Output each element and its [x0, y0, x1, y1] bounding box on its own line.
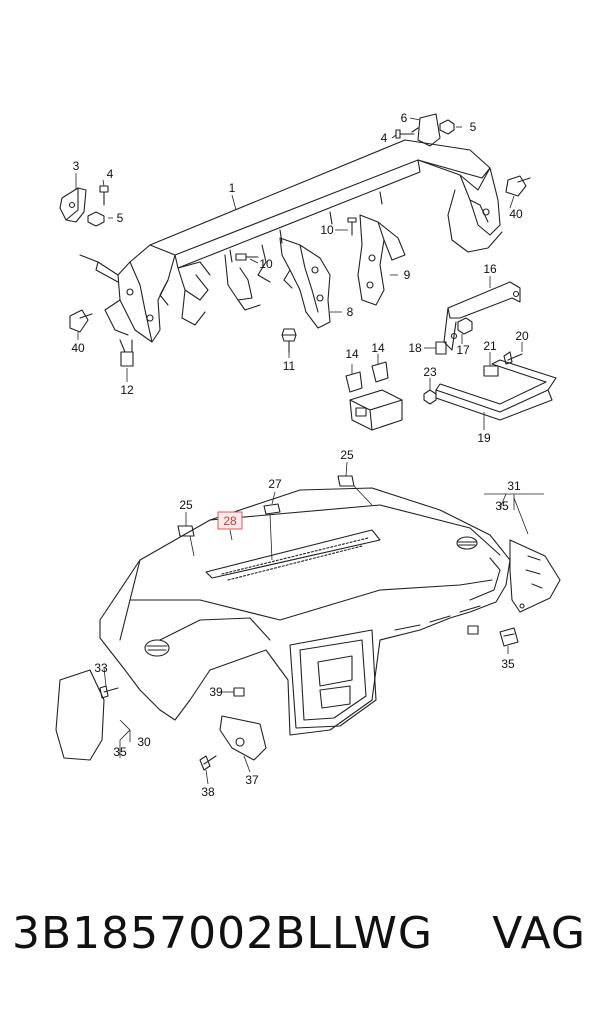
callout-5: 5	[117, 211, 124, 225]
bolt-11	[281, 328, 297, 353]
exploded-parts-diagram: 1 3 4 5 6 4 5 40 40 10 10 9 8 11 12 14 1…	[55, 111, 561, 799]
callout-33: 33	[94, 661, 108, 675]
clip-25-left	[177, 525, 195, 537]
callout-27: 27	[268, 477, 282, 491]
callout-14: 14	[345, 347, 359, 361]
callout-40: 40	[509, 207, 523, 221]
nut-5-right	[439, 119, 455, 135]
callout-14: 14	[371, 341, 385, 355]
bracket-3	[59, 187, 87, 223]
bolt-4-left	[99, 185, 109, 206]
clip-27	[263, 503, 281, 515]
control-module	[349, 389, 403, 431]
bracket-9	[357, 214, 406, 306]
callout-4: 4	[107, 167, 114, 181]
callout-20: 20	[515, 329, 529, 343]
clip-21	[483, 365, 499, 377]
bracket-8	[279, 237, 331, 329]
callout-5: 5	[470, 120, 477, 134]
callout-18: 18	[408, 341, 422, 355]
callout-25: 25	[340, 448, 354, 462]
callout-10: 10	[320, 223, 334, 237]
callout-21: 21	[483, 339, 497, 353]
bolt-20	[503, 351, 523, 365]
dashboard-body	[99, 487, 511, 736]
callout-35: 35	[495, 499, 509, 513]
nut-5-left	[87, 211, 105, 227]
callout-9: 9	[404, 268, 411, 282]
callout-40: 40	[71, 341, 85, 355]
callout-6: 6	[401, 111, 408, 125]
callout-16: 16	[483, 262, 497, 276]
callout-37: 37	[245, 773, 259, 787]
callout-8: 8	[347, 305, 354, 319]
callout-31: 31	[507, 479, 521, 493]
callout-19: 19	[477, 431, 491, 445]
callout-28[interactable]: 28	[223, 514, 237, 528]
clip-35	[499, 627, 519, 647]
bracket-6	[411, 113, 441, 147]
callout-23: 23	[423, 365, 437, 379]
clip-14	[345, 361, 389, 393]
callout-labels: 1 3 4 5 6 4 5 40 40 10 10 9 8 11 12 14 1…	[71, 111, 529, 799]
clip-40-right	[505, 175, 531, 197]
leader-lines	[75, 117, 544, 785]
cross-member-bracket	[79, 139, 503, 367]
brand-name: VAG	[492, 908, 586, 959]
bolt-33	[99, 685, 119, 699]
callout-4: 4	[381, 131, 388, 145]
bolt-38	[199, 755, 217, 771]
bolt-4-right	[395, 129, 415, 139]
callout-35: 35	[113, 745, 127, 759]
side-cover-31	[509, 539, 561, 613]
part-number: 3B1857002BLLWG	[12, 908, 433, 959]
callout-3: 3	[73, 159, 80, 173]
callout-17: 17	[456, 343, 470, 357]
side-cover-30	[55, 669, 105, 761]
callout-39: 39	[209, 685, 223, 699]
callout-25: 25	[179, 498, 193, 512]
callout-28-highlight[interactable]: 28	[217, 511, 243, 530]
bracket-16	[443, 281, 521, 351]
caption-bar: 3B1857002BLLWG VAG	[0, 908, 600, 978]
callout-11: 11	[283, 359, 296, 373]
clip-25-top	[337, 475, 355, 487]
clip-18	[435, 341, 447, 355]
callout-1: 1	[229, 181, 236, 195]
nut-17	[457, 317, 473, 335]
bracket-37	[219, 715, 267, 761]
callout-35: 35	[501, 657, 515, 671]
strap-19	[435, 359, 557, 421]
clip-40-left	[69, 309, 93, 333]
callout-10: 10	[259, 257, 273, 271]
nut-23	[423, 389, 437, 405]
nut-39	[233, 687, 245, 697]
callout-38: 38	[201, 785, 215, 799]
callout-12: 12	[120, 383, 134, 397]
callout-30: 30	[137, 735, 151, 749]
bolt-10	[235, 217, 357, 261]
